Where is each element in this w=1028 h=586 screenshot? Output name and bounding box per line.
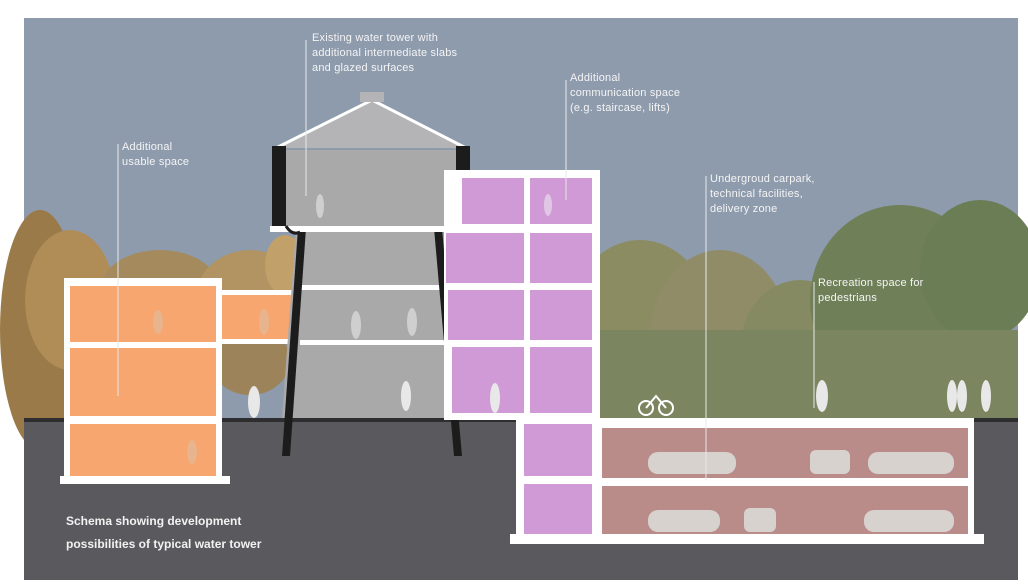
annotation-communication: Additional communication space (e.g. sta… (570, 72, 680, 114)
purple-block (444, 170, 600, 542)
annotation-tower-line-2: additional intermediate slabs (312, 47, 458, 59)
cyclist-icon (638, 394, 674, 416)
water-tower (270, 92, 470, 456)
annotation-carpark-line-3: delivery zone (710, 203, 777, 215)
annotation-communication-line-1: Additional (570, 72, 620, 84)
caption-line-1: Schema showing development (66, 514, 241, 528)
leader-lines (117, 40, 815, 480)
annotation-tower-line-3: and glazed surfaces (312, 62, 415, 74)
caption: Schema showing development possibilities… (66, 514, 262, 551)
annotation-recreation-line-2: pedestrians (818, 292, 877, 304)
annotation-carpark-line-1: Undergroud carpark, (710, 173, 815, 185)
caption-line-2: possibilities of typical water tower (66, 537, 262, 551)
annotation-usable-line-1: Additional (122, 141, 172, 153)
car-icons (648, 450, 954, 532)
annotation-tower-line-1: Existing water tower with (312, 32, 438, 44)
annotation-recreation-line-1: Recreation space for (818, 277, 924, 289)
annotation-carpark-line-2: technical facilities, (710, 188, 803, 200)
annotation-recreation: Recreation space for pedestrians (818, 277, 924, 304)
annotation-usable: Additional usable space (122, 141, 189, 168)
annotation-carpark: Undergroud carpark, technical facilities… (710, 173, 815, 215)
annotation-usable-line-2: usable space (122, 156, 189, 168)
orange-block-left (60, 278, 230, 484)
annotation-tower: Existing water tower with additional int… (312, 32, 458, 74)
underground-carpark (510, 418, 984, 544)
people-silhouettes (153, 194, 991, 464)
annotation-communication-line-2: communication space (570, 87, 680, 99)
annotation-communication-line-3: (e.g. staircase, lifts) (570, 102, 670, 114)
